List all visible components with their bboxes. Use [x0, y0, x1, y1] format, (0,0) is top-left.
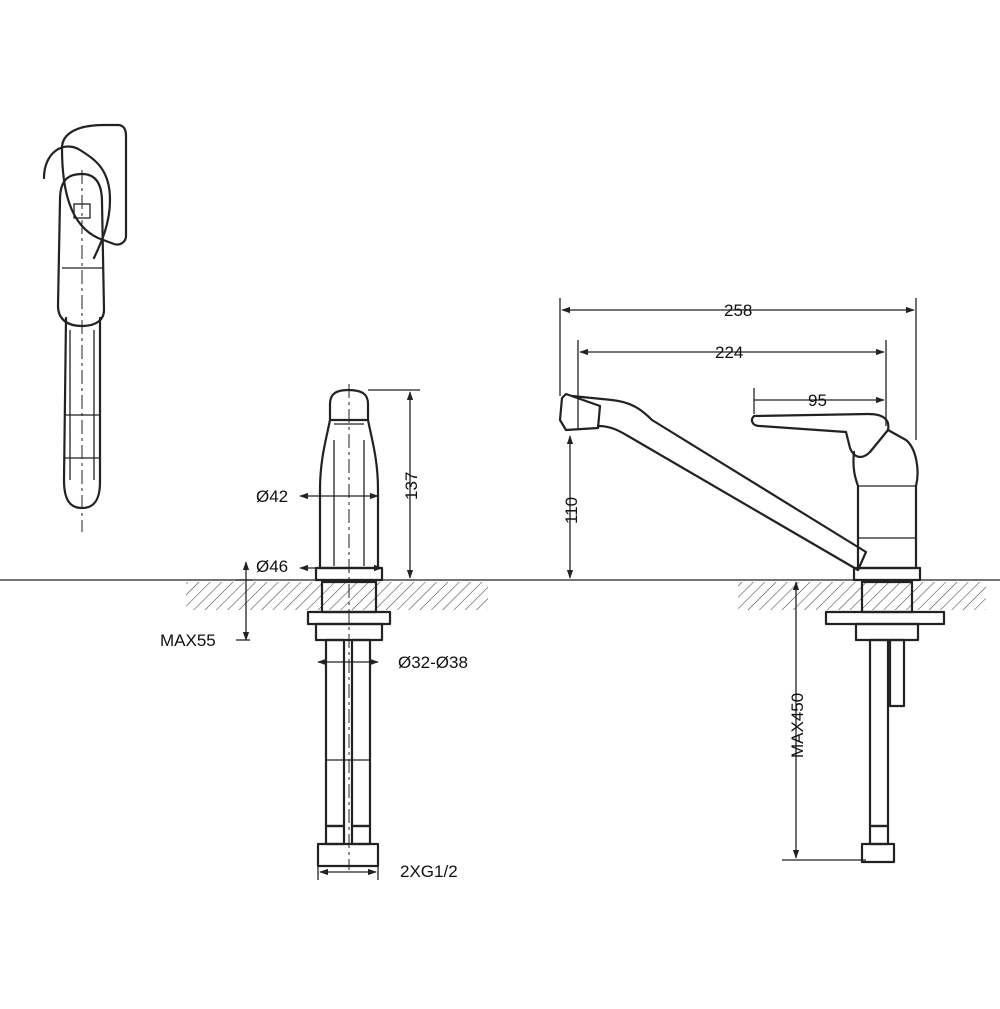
side-view-hose — [868, 638, 890, 828]
hatch-section-left — [186, 582, 488, 610]
dimension-lines — [236, 298, 917, 880]
front-view-hose-left — [324, 638, 346, 828]
dim-label-46: Ø46 — [256, 557, 288, 576]
top-view-handle — [42, 145, 112, 260]
dimension-labels: 258 224 95 110 137 Ø42 Ø46 MAX55 Ø32-Ø38… — [160, 301, 827, 881]
dim-label-110: 110 — [562, 497, 581, 524]
front-view-fitting-left — [324, 824, 346, 846]
front-view-hose-right — [350, 638, 372, 828]
side-view-body — [852, 428, 919, 570]
dim-label-42: Ø42 — [256, 487, 288, 506]
dim-label-thread: 2XG1/2 — [400, 862, 458, 881]
side-view-base — [852, 566, 922, 582]
dim-label-max450: MAX450 — [788, 693, 807, 758]
top-view-body — [56, 172, 106, 328]
front-view — [306, 384, 392, 870]
side-view-aerator — [558, 392, 602, 432]
countertop — [0, 579, 1000, 610]
dim-label-32-38: Ø32-Ø38 — [398, 653, 468, 672]
dim-label-224: 224 — [715, 343, 743, 362]
dim-label-137: 137 — [402, 472, 421, 500]
front-view-connector — [316, 842, 380, 868]
side-view-spout — [570, 394, 868, 572]
front-view-handle-cap — [328, 388, 370, 422]
top-view-base-plate — [60, 123, 128, 246]
top-view — [42, 123, 128, 532]
side-view-mount-nut — [854, 622, 920, 642]
side-view-connector — [860, 842, 896, 864]
side-view-fitting — [868, 824, 890, 846]
side-view-rod — [888, 638, 906, 708]
dim-label-95: 95 — [808, 391, 827, 410]
dim-label-258: 258 — [724, 301, 752, 320]
side-view — [558, 392, 946, 864]
dim-label-max55: MAX55 — [160, 631, 216, 650]
side-view-lever — [750, 412, 890, 458]
front-view-fitting-right — [350, 824, 372, 846]
side-view-mount-plate — [824, 610, 946, 626]
